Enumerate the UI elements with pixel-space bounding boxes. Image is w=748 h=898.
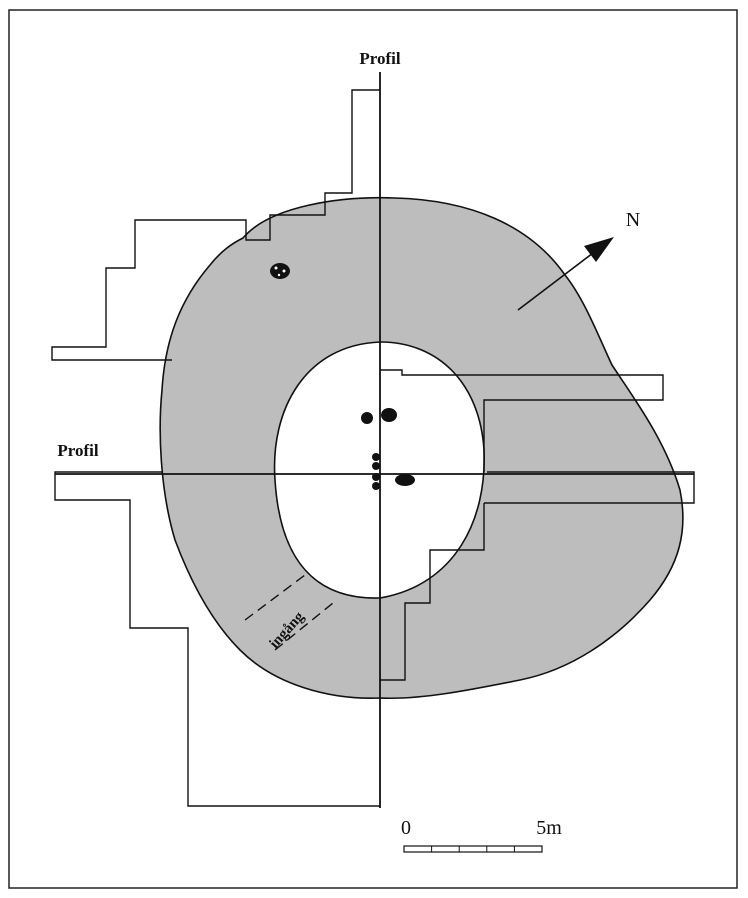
scale-bar: [403, 845, 543, 853]
trench-west-upper: [51, 89, 380, 361]
trench-west-lower: [54, 471, 380, 807]
north-arrow-shaft: [517, 252, 594, 311]
feature-post-3: [372, 453, 380, 461]
feature-post-2: [381, 408, 397, 422]
feature-post-4: [372, 462, 380, 470]
profile-label-vertical: Profil: [359, 49, 401, 68]
feature-hearth: [270, 263, 290, 279]
feature-post-1: [361, 412, 373, 424]
north-label: N: [626, 209, 640, 231]
scale-label-end: 5m: [536, 817, 562, 839]
trench-east-upper: [380, 369, 664, 472]
feature-post-7: [395, 474, 415, 486]
profile-label-horizontal: Profil: [57, 441, 99, 460]
features: [270, 263, 415, 490]
feature-post-5: [372, 473, 380, 481]
scale-label-start: 0: [401, 817, 411, 839]
feature-post-6: [372, 482, 380, 490]
trench-east-lower: [484, 471, 695, 504]
excavation-trenches: [51, 89, 695, 807]
north-arrow-icon: [584, 237, 614, 262]
trench-southeast: [380, 503, 485, 681]
north-arrow: [517, 237, 614, 311]
entrance-marker: [244, 574, 334, 651]
